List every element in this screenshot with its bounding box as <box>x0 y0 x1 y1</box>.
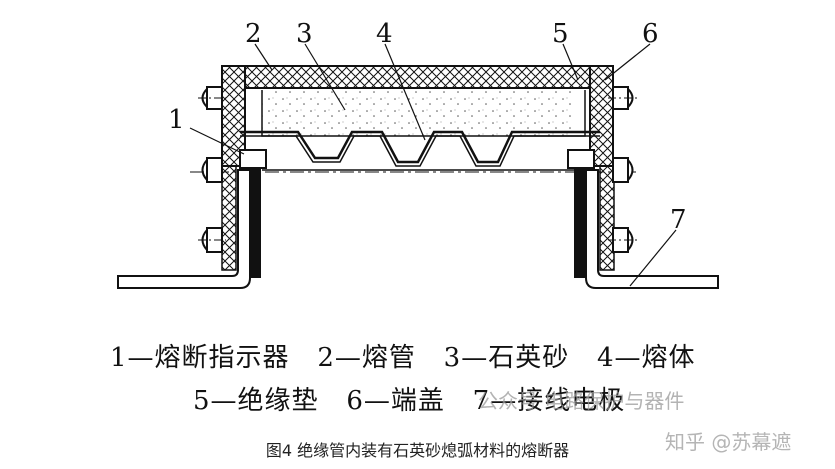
screw-left-bottom <box>198 227 226 253</box>
end-cap-right-lower <box>599 165 615 271</box>
label-6: 6 <box>642 19 659 49</box>
electrode-left-foot <box>117 169 251 289</box>
electrode-right-bar <box>574 168 588 278</box>
fuse-cross-section-diagram: 1 2 3 4 5 6 7 <box>117 19 719 289</box>
fuse-tube-top <box>244 65 591 89</box>
label-2: 2 <box>245 19 262 49</box>
figure-caption: 图4 绝缘管内装有石英砂熄弧材料的熔断器 <box>265 441 570 460</box>
quartz-sand <box>262 90 574 136</box>
fuse-element <box>240 130 600 164</box>
label-7: 7 <box>670 205 687 235</box>
leader-2 <box>254 43 273 71</box>
legend-line-1: 1—熔断指示器 2—熔管 3—石英砂 4—熔体 <box>110 343 696 373</box>
label-1: 1 <box>168 105 185 135</box>
insulation-pad-right <box>567 149 595 169</box>
screw-right-mid <box>612 157 634 183</box>
insulation-pad-left <box>239 149 267 169</box>
screw-right-top <box>608 86 640 110</box>
fuse-element-inner <box>240 135 600 167</box>
watermark-site: 知乎 @苏幕遮 <box>665 430 792 454</box>
screw-right-bottom <box>608 227 640 253</box>
leader-3 <box>304 43 346 111</box>
legend-line-2: 5—绝缘垫 6—端盖 7—接线电极 <box>193 386 626 416</box>
screw-left-top <box>198 86 226 110</box>
label-4: 4 <box>376 19 393 49</box>
screw-left-mid <box>201 157 223 183</box>
leader-6 <box>604 43 651 81</box>
watermark-channel: 公众号 电路保护与器件 <box>478 389 685 413</box>
label-5: 5 <box>552 19 569 49</box>
label-3: 3 <box>296 19 313 49</box>
end-cap-left-lower <box>221 165 237 271</box>
leader-7 <box>629 229 677 287</box>
leader-4 <box>384 43 426 141</box>
leader-1 <box>189 127 245 155</box>
leader-5 <box>562 43 579 81</box>
electrode-right-foot <box>585 169 719 289</box>
